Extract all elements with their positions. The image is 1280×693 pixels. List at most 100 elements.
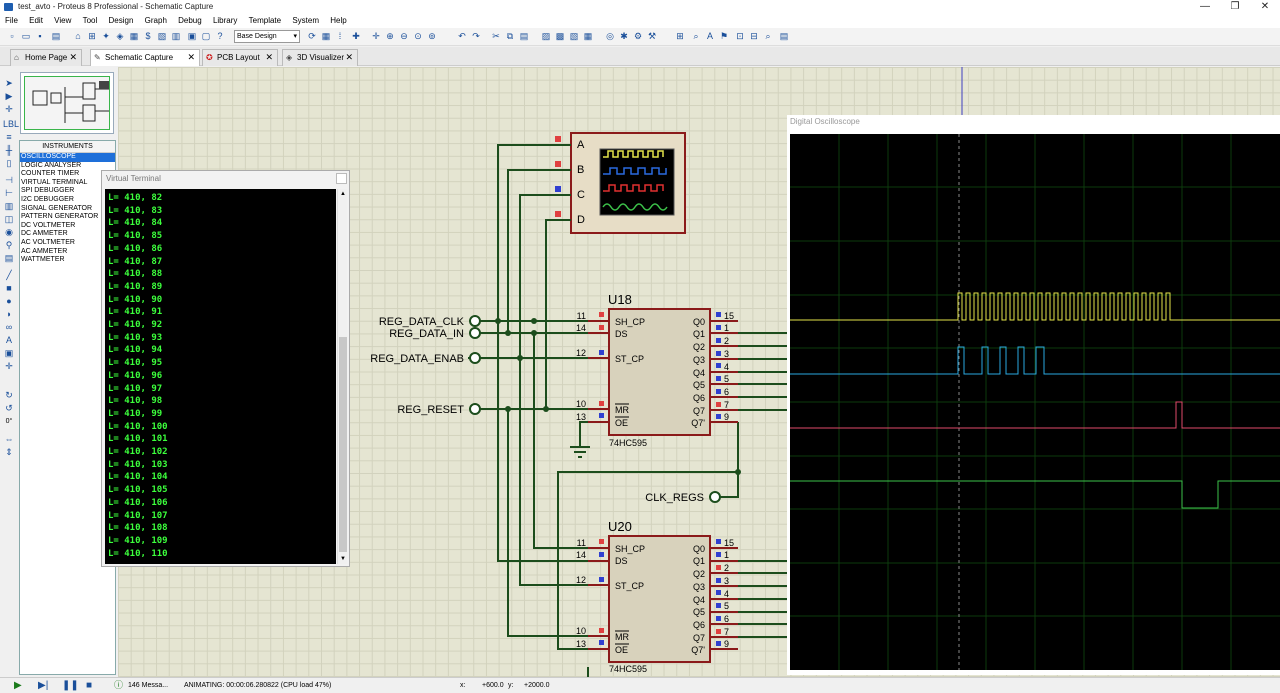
- rotation-angle[interactable]: 0°: [5, 418, 13, 425]
- instrument-item[interactable]: LOGIC ANALYSER: [21, 161, 82, 169]
- grid-dots-icon[interactable]: ⁞: [338, 31, 342, 41]
- component-mode-icon[interactable]: ▶: [5, 91, 13, 101]
- tab-schematic-capture[interactable]: ✎Schematic Capture✕: [90, 49, 200, 66]
- step-icon[interactable]: ▶|: [38, 680, 49, 691]
- zoom-in-icon[interactable]: ⊕: [386, 31, 394, 41]
- instrument-item[interactable]: DC AMMETER: [21, 230, 68, 238]
- instrument-item[interactable]: I2C DEBUGGER: [21, 195, 74, 203]
- subcircuit-icon[interactable]: ▯: [6, 158, 12, 168]
- circle-tool-icon[interactable]: ●: [6, 296, 12, 306]
- search-part-icon[interactable]: ⌕: [765, 31, 771, 41]
- new-file-icon[interactable]: ▫: [10, 31, 14, 41]
- pin-mode-icon[interactable]: ⊢: [5, 188, 13, 198]
- instrument-item[interactable]: SIGNAL GENERATOR: [21, 204, 93, 212]
- import-icon[interactable]: ▤: [51, 31, 61, 41]
- script-icon[interactable]: ▢: [201, 31, 211, 41]
- wire-label-icon[interactable]: LBL: [3, 119, 20, 129]
- terminal-scrollbar[interactable]: ▲ ▼: [337, 189, 347, 564]
- mirror-y-icon[interactable]: ⇕: [5, 447, 13, 457]
- scrollbar-thumb[interactable]: [339, 337, 347, 552]
- menu-template[interactable]: Template: [248, 16, 282, 25]
- grid-toggle-icon[interactable]: ▦: [321, 31, 331, 41]
- code-icon[interactable]: ▧: [157, 31, 167, 41]
- copy-icon[interactable]: ⧉: [506, 31, 514, 41]
- rotate-ccw-icon[interactable]: ↺: [5, 403, 13, 413]
- scroll-down-icon[interactable]: ▼: [340, 556, 346, 562]
- line-tool-icon[interactable]: ╱: [6, 270, 12, 280]
- schematic-icon[interactable]: ⊞: [88, 31, 96, 41]
- close-button[interactable]: ✕: [1260, 1, 1270, 12]
- instrument-item[interactable]: SPI DEBUGGER: [21, 187, 75, 195]
- overview-window[interactable]: [20, 72, 114, 134]
- search-icon[interactable]: ⌕: [693, 31, 699, 41]
- save-icon[interactable]: ▪: [38, 31, 42, 41]
- packaging-icon[interactable]: ⚙: [633, 31, 643, 41]
- instruments-icon[interactable]: ▤: [4, 253, 14, 263]
- zoom-out-icon[interactable]: ⊖: [400, 31, 408, 41]
- scroll-up-icon[interactable]: ▲: [340, 191, 346, 197]
- instrument-item[interactable]: PATTERN GENERATOR: [21, 213, 99, 221]
- design-variant-select[interactable]: Base Design▾: [234, 30, 300, 43]
- tape-recorder-icon[interactable]: ◫: [4, 214, 14, 224]
- make-device-icon[interactable]: ✱: [620, 31, 628, 41]
- wire-autorouter-icon[interactable]: ⊞: [676, 31, 684, 41]
- design-explorer-icon[interactable]: ▥: [171, 31, 181, 41]
- path-tool-icon[interactable]: ∞: [5, 322, 13, 332]
- 3d-icon[interactable]: ◈: [116, 31, 124, 41]
- net-terminal[interactable]: [469, 403, 481, 415]
- refresh-icon[interactable]: ⟳: [308, 31, 316, 41]
- zoom-area-icon[interactable]: ⊚: [428, 31, 436, 41]
- menu-help[interactable]: Help: [330, 16, 347, 25]
- instrument-item[interactable]: AC AMMETER: [21, 247, 68, 255]
- menu-view[interactable]: View: [54, 16, 72, 25]
- origin-icon[interactable]: ✚: [352, 31, 360, 41]
- chip-u20[interactable]: U20 74HC595 11 14 12 10 13 SH_CP DS ST_C…: [576, 519, 738, 674]
- block-copy-icon[interactable]: ▨: [541, 31, 551, 41]
- junction-icon[interactable]: ✛: [5, 104, 13, 114]
- digital-oscilloscope-window[interactable]: Digital Oscilloscope: [787, 115, 1280, 675]
- mirror-x-icon[interactable]: ⇔: [4, 434, 14, 444]
- menu-debug[interactable]: Debug: [178, 16, 202, 25]
- block-move-icon[interactable]: ▩: [555, 31, 565, 41]
- zoom-all-icon[interactable]: ⊙: [414, 31, 422, 41]
- marker-tool-icon[interactable]: ✛: [5, 361, 13, 371]
- oscilloscope-display[interactable]: [790, 134, 1280, 670]
- net-terminal[interactable]: [469, 352, 481, 364]
- close-icon[interactable]: ✕: [265, 52, 273, 62]
- pause-icon[interactable]: ❚❚: [62, 680, 79, 691]
- paste-icon[interactable]: ▤: [519, 31, 529, 41]
- stop-icon[interactable]: ■: [86, 680, 93, 691]
- instrument-item[interactable]: AC VOLTMETER: [21, 238, 75, 246]
- bill-icon[interactable]: ▤: [779, 31, 789, 41]
- text-tool-icon[interactable]: A: [5, 335, 12, 345]
- block-rotate-icon[interactable]: ▧: [569, 31, 579, 41]
- help-icon[interactable]: ?: [217, 31, 223, 41]
- instrument-item[interactable]: OSCILLOSCOPE: [20, 153, 115, 162]
- text-script-icon[interactable]: ≡: [6, 132, 12, 142]
- open-file-icon[interactable]: ▭: [21, 31, 31, 41]
- notes-icon[interactable]: ▣: [187, 31, 197, 41]
- arc-tool-icon[interactable]: ◗: [6, 309, 12, 319]
- chip-u18[interactable]: U18 74HC595 11 14 12 10 13 SH_CP DS ST_C…: [576, 292, 738, 448]
- menu-library[interactable]: Library: [212, 16, 238, 25]
- tab-3d-visualizer[interactable]: ◈3D Visualizer✕: [282, 49, 358, 66]
- minimize-button[interactable]: —: [1200, 1, 1210, 12]
- decompose-icon[interactable]: ⚒: [647, 31, 657, 41]
- instrument-item[interactable]: DC VOLTMETER: [21, 221, 76, 229]
- rotate-cw-icon[interactable]: ↻: [5, 390, 13, 400]
- symbol-tool-icon[interactable]: ▣: [4, 348, 14, 358]
- menu-file[interactable]: File: [5, 16, 18, 25]
- home-icon[interactable]: ⌂: [75, 31, 81, 41]
- menu-edit[interactable]: Edit: [29, 16, 43, 25]
- probe-icon[interactable]: ⚲: [5, 240, 13, 250]
- bus-icon[interactable]: ╫: [5, 145, 13, 155]
- tab-pcb-layout[interactable]: ✪PCB Layout✕: [202, 49, 278, 66]
- instrument-item[interactable]: COUNTER TIMER: [21, 170, 80, 178]
- pick-device-icon[interactable]: ◎: [606, 31, 614, 41]
- menu-design[interactable]: Design: [108, 16, 134, 25]
- property-tool-icon[interactable]: A: [706, 31, 713, 41]
- maximize-button[interactable]: ❐: [1230, 1, 1240, 12]
- redo-icon[interactable]: ↷: [472, 31, 480, 41]
- bom-icon[interactable]: $: [145, 31, 151, 41]
